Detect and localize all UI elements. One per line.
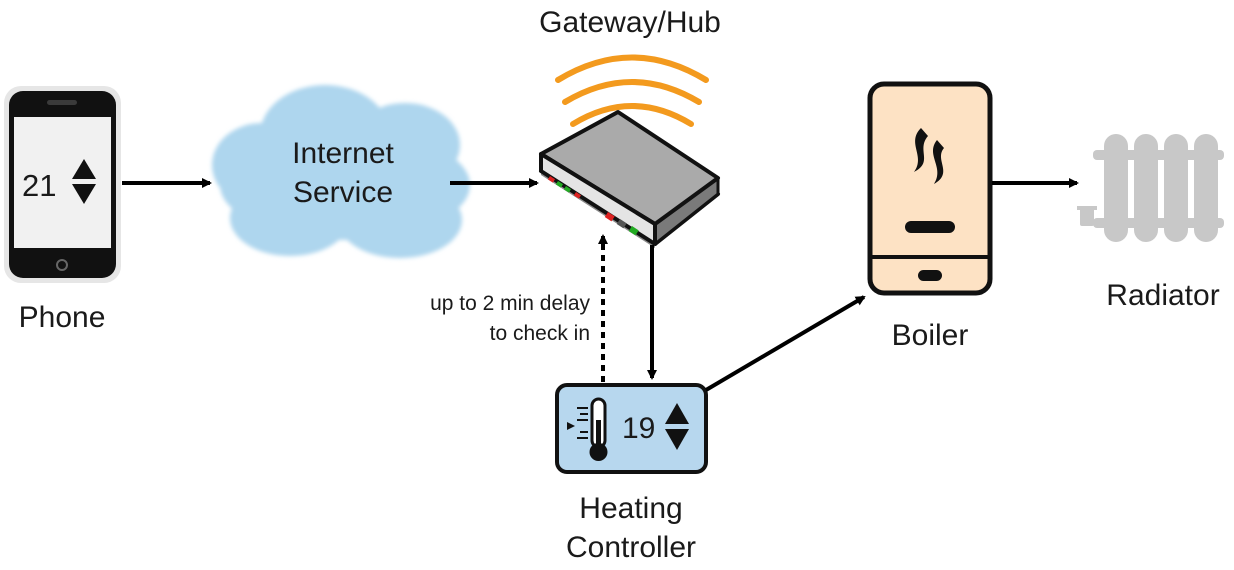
controller-label-line2: Controller	[566, 531, 696, 564]
boiler-device	[867, 81, 993, 296]
cloud-icon	[212, 85, 470, 258]
radiator-icon	[1077, 134, 1224, 242]
internet-service-label-line2: Service	[293, 176, 393, 209]
delay-note-line2: to check in	[490, 322, 590, 345]
internet-service-label-line1: Internet	[292, 137, 394, 170]
controller-temperature-value: 19	[622, 412, 655, 445]
phone-down-arrow-icon	[72, 184, 96, 204]
flame-icon	[914, 128, 944, 184]
controller-label-line1: Heating	[579, 492, 682, 525]
phone-device: 21	[4, 86, 121, 283]
phone-label: Phone	[19, 301, 106, 334]
controller-up-arrow-icon	[665, 403, 689, 424]
phone-temperature-value: 21	[22, 168, 56, 203]
boiler-label: Boiler	[892, 319, 969, 352]
delay-note-line1: up to 2 min delay	[430, 292, 590, 315]
heating-controller-device: 19	[555, 383, 708, 474]
router-icon	[539, 110, 720, 248]
gateway-label: Gateway/Hub	[539, 6, 721, 39]
arrow-controller-to-boiler	[704, 295, 866, 392]
radiator-label: Radiator	[1106, 279, 1219, 312]
controller-down-arrow-icon	[665, 429, 689, 450]
wifi-icon	[555, 54, 709, 127]
phone-up-arrow-icon	[72, 159, 96, 179]
thermometer-icon	[567, 397, 608, 461]
